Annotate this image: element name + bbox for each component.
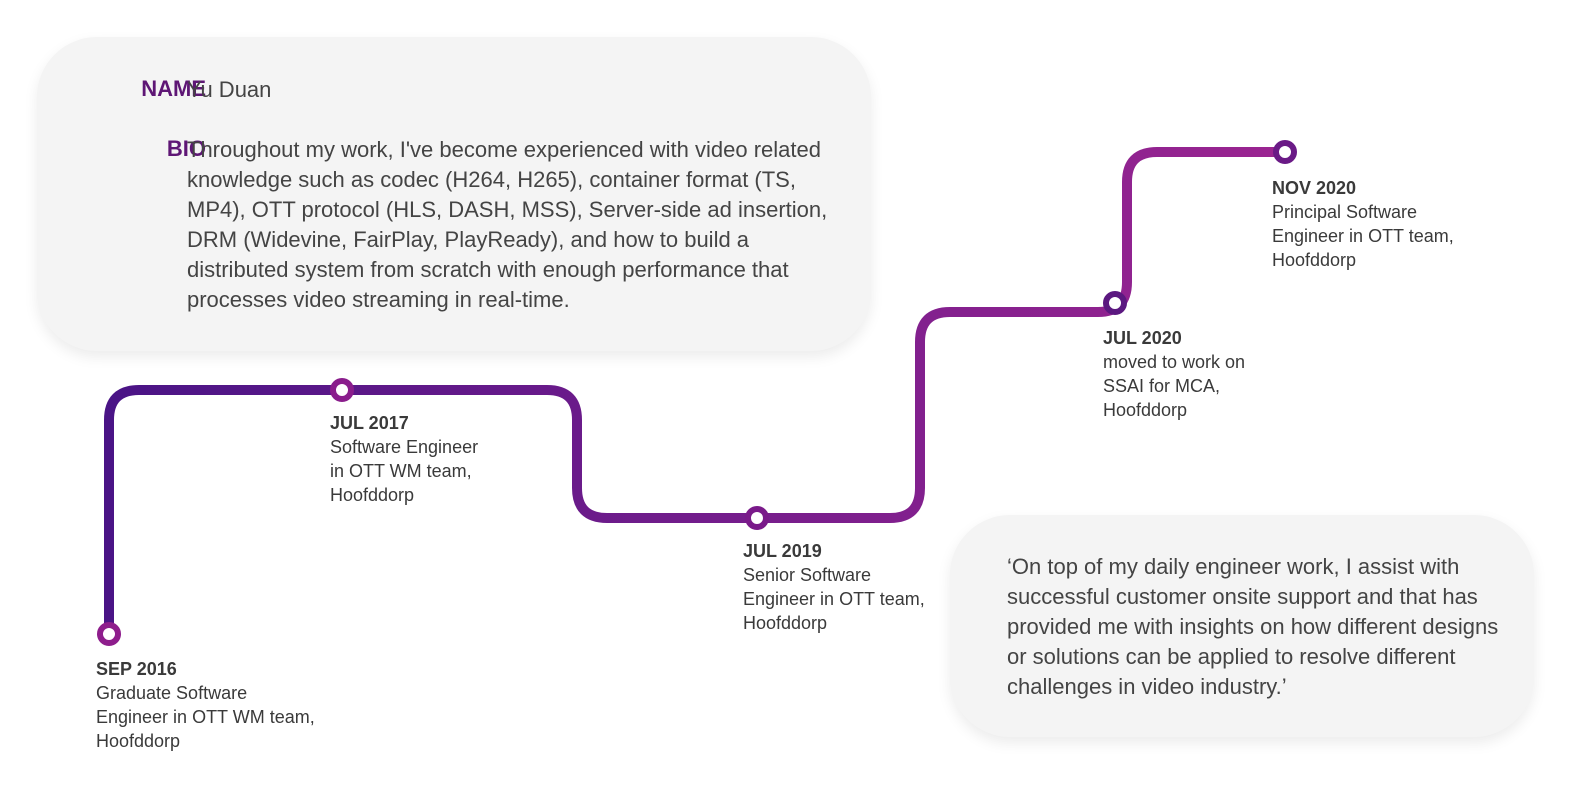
timeline-node: [97, 622, 121, 646]
milestone-jul-2020: JUL 2020 moved to work on SSAI for MCA, …: [1103, 326, 1273, 422]
bio-card: NAME Yu Duan BIO Throughout my work, I'v…: [37, 37, 871, 351]
milestone-description: Senior Software Engineer in OTT team, Ho…: [743, 565, 925, 633]
milestone-description: Software Engineer in OTT WM team, Hoofdd…: [330, 437, 479, 505]
milestone-nov-2020: NOV 2020 Principal Software Engineer in …: [1272, 176, 1472, 272]
timeline-path: [104, 147, 1292, 639]
timeline-node: [745, 506, 769, 530]
quote-text: ‘On top of my daily engineer work, I ass…: [1007, 554, 1499, 699]
milestone-date: SEP 2016: [96, 659, 177, 679]
milestone-jul-2019: JUL 2019 Senior Software Engineer in OTT…: [743, 539, 943, 635]
milestone-description: Principal Software Engineer in OTT team,…: [1272, 202, 1454, 270]
timeline-node: [1103, 291, 1127, 315]
bio-label: BIO: [166, 136, 206, 161]
name-label: NAME: [141, 76, 206, 101]
milestone-jul-2017: JUL 2017 Software Engineer in OTT WM tea…: [330, 411, 500, 507]
quote-card: ‘On top of my daily engineer work, I ass…: [950, 515, 1534, 737]
milestone-sep-2016: SEP 2016 Graduate Software Engineer in O…: [96, 657, 336, 753]
milestone-date: JUL 2019: [743, 541, 822, 561]
milestone-date: NOV 2020: [1272, 178, 1357, 198]
milestone-description: Graduate Software Engineer in OTT WM tea…: [96, 683, 315, 751]
timeline-node: [330, 378, 354, 402]
milestone-date: JUL 2020: [1103, 328, 1182, 348]
bio-text: Throughout my work, I've become experien…: [187, 137, 828, 312]
milestone-description: moved to work on SSAI for MCA, Hoofddorp: [1103, 352, 1246, 420]
name-value: Yu Duan: [187, 77, 272, 102]
timeline-node: [1273, 140, 1297, 164]
milestone-date: JUL 2017: [330, 413, 409, 433]
